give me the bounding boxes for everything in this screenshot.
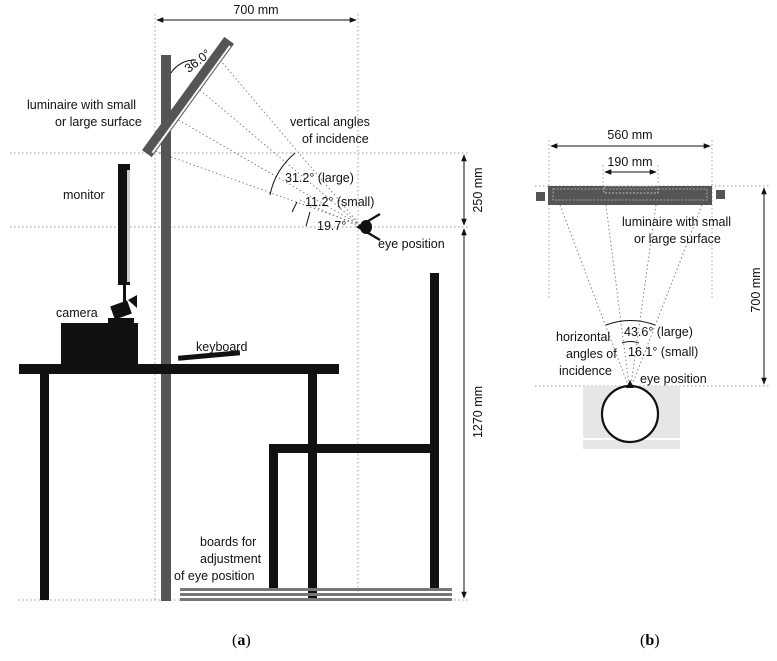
horizontal-angles-label-line2: angles of (566, 347, 617, 361)
luminaire-label-line1-b: luminaire with small (622, 215, 731, 229)
dimension-label: 560 mm (607, 128, 652, 142)
luminaire (142, 36, 234, 158)
dimension-560mm: 560 mm (550, 128, 711, 149)
stand-pole (161, 55, 171, 601)
luminaire-label-line1: luminaire with small (27, 98, 136, 112)
luminaire-label-line2: or large surface (55, 115, 142, 129)
caption-b: (b) (640, 632, 660, 649)
luminaire-label-line2-b: or large surface (634, 232, 721, 246)
panel-b: 560 mm 190 mm 700 mm luminaire with smal… (535, 128, 770, 649)
boards-label-line3: of eye position (174, 569, 255, 583)
angle-large-label: 31.2° (large) (285, 171, 354, 185)
light-rays (151, 59, 361, 228)
vertical-angles-label-line1: vertical angles (290, 115, 370, 129)
eye-position-label-b: eye position (640, 372, 707, 386)
panel-a: 700 mm 250 mm 1270 mm 36.0° lumi (10, 3, 485, 649)
eye-icon (355, 213, 381, 241)
camera (61, 295, 138, 364)
angle-large-label-b: 43.6° (large) (624, 325, 693, 339)
monitor-label: monitor (63, 188, 105, 202)
dimension-label: 190 mm (607, 155, 652, 169)
horizontal-angles-label-line1: horizontal (556, 330, 610, 344)
chair (269, 273, 439, 588)
keyboard-label: keyboard (196, 340, 247, 354)
dimension-label: 700 mm (233, 3, 278, 17)
large-angle-arc-b (605, 320, 656, 326)
dimension-label: 700 mm (749, 267, 763, 312)
eye-position-label: eye position (378, 237, 445, 251)
person-top-view (583, 380, 680, 449)
dimension-1270mm: 1270 mm (461, 228, 485, 599)
angle-small-label: 11.2° (small) (305, 195, 374, 209)
small-angle-arc-b (621, 341, 640, 344)
boards-label-line1: boards for (200, 535, 256, 549)
dimension-250mm: 250 mm (461, 154, 485, 226)
camera-label: camera (56, 306, 98, 320)
eye-angle-tick (305, 211, 311, 227)
keyboard (177, 350, 241, 361)
monitor (118, 164, 130, 303)
caption-a: (a) (232, 632, 251, 649)
light-rays-b (559, 204, 703, 386)
large-angle-arc (269, 152, 296, 196)
dimension-label: 250 mm (471, 167, 485, 212)
luminaire-top-view (536, 185, 725, 205)
vertical-angles-label-line2: of incidence (302, 132, 369, 146)
angle-eye-label: 19.7° (317, 219, 346, 233)
adjustment-boards (180, 588, 452, 601)
tilt-angle-arc (170, 59, 197, 74)
horizontal-angles-label-line3: incidence (559, 364, 612, 378)
dimension-700mm-side: 700 mm (749, 187, 767, 385)
angle-small-label-b: 16.1° (small) (628, 345, 698, 359)
dimension-190mm: 190 mm (604, 155, 657, 175)
desk (19, 364, 339, 600)
dimension-label: 1270 mm (471, 386, 485, 438)
small-angle-tick (291, 201, 298, 213)
boards-label-line2: adjustment (200, 552, 262, 566)
dimension-700mm-top: 700 mm (156, 3, 357, 23)
